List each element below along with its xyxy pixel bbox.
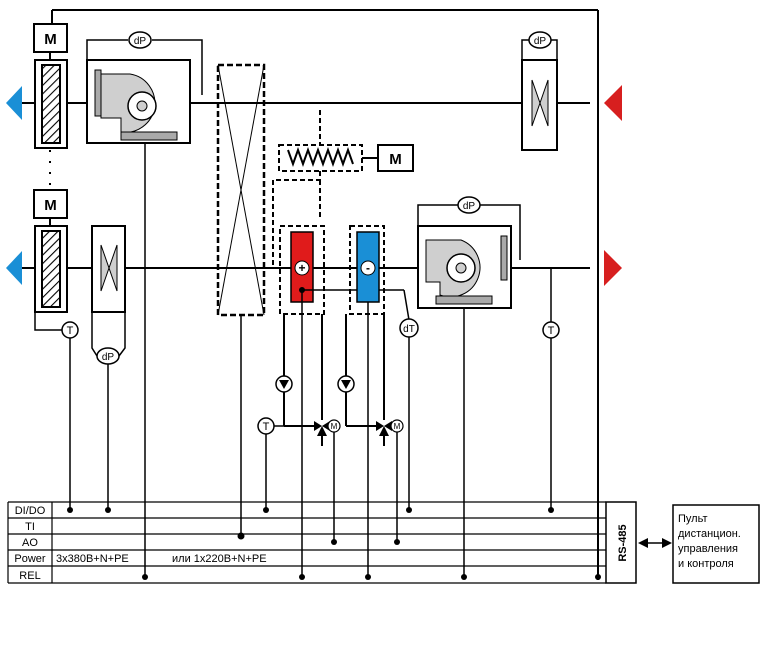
panel-line-2: дистанцион. (678, 528, 741, 540)
supply-outlet-arrow (604, 250, 622, 286)
panel-line-4: и контроля (678, 558, 734, 570)
cooler-valve-motor-label: M (394, 422, 401, 431)
supply-damper-motor-label: M (44, 197, 57, 214)
panel-line-3: управления (678, 543, 738, 555)
exhaust-fan-dp-label: dP (134, 36, 147, 47)
cooler-water-circuit: M (337, 302, 404, 580)
water-heater: + (279, 225, 404, 420)
rs485-link (638, 538, 672, 548)
panel-line-1: Пульт (678, 513, 708, 525)
exhaust-fan: dP (86, 31, 203, 580)
bus-row-labels: DI/DO TI AO Power REL 3x380В+N+PE или 1x… (14, 505, 266, 582)
supply-temp-label: T (548, 325, 555, 337)
bypass-damper: M (272, 110, 414, 268)
bus-row-didi: DI/DO (15, 505, 46, 517)
exhaust-filter: dP (521, 31, 558, 151)
rs485-label: RS-485 (617, 524, 629, 561)
return-water-temp-sensor: T (257, 417, 284, 513)
power-three-phase: 3x380В+N+PE (56, 553, 129, 565)
remote-control-panel: Пульт дистанцион. управления и контроля (672, 504, 760, 584)
cooler-symbol: - (366, 261, 370, 275)
bypass-motor-label: M (389, 151, 402, 168)
rel-junctions (595, 574, 601, 580)
supply-filter: dP (91, 225, 126, 513)
outdoor-temp-sensor: T (34, 312, 79, 513)
signal-bus-table (7, 501, 606, 584)
dt-sensor-label: dT (403, 324, 415, 335)
water-temp-label: T (263, 421, 270, 433)
exhaust-filter-dp-label: dP (534, 36, 547, 47)
exhaust-damper-motor-label: M (44, 31, 57, 48)
exhaust-outlet-arrow (6, 86, 22, 120)
supply-fan: dP (417, 196, 521, 580)
bus-row-ti: TI (25, 521, 35, 533)
water-cooler: - (345, 225, 385, 420)
outdoor-temp-label: T (67, 325, 74, 337)
heat-recovery-exchanger (216, 63, 266, 540)
rs485-controller: RS-485 (605, 501, 637, 584)
supply-filter-dp-label: dP (102, 352, 115, 363)
exhaust-inlet-arrow (604, 85, 622, 121)
bus-row-rel: REL (19, 570, 40, 582)
bus-row-ao: AO (22, 537, 38, 549)
supply-inlet-arrow (6, 251, 22, 285)
supply-temp-sensor: T (542, 268, 560, 513)
frame (51, 9, 599, 580)
exhaust-damper: M (33, 23, 68, 196)
supply-fan-dp-label: dP (463, 201, 476, 212)
supply-damper: M (33, 189, 68, 313)
heater-symbol: + (298, 261, 305, 275)
bus-row-power: Power (14, 553, 46, 565)
heater-water-circuit: M (275, 290, 341, 580)
frost-protection-dt-sensor: dT (399, 289, 419, 513)
power-single-phase: или 1x220В+N+PE (172, 553, 267, 565)
heater-valve-motor-label: M (331, 422, 338, 431)
